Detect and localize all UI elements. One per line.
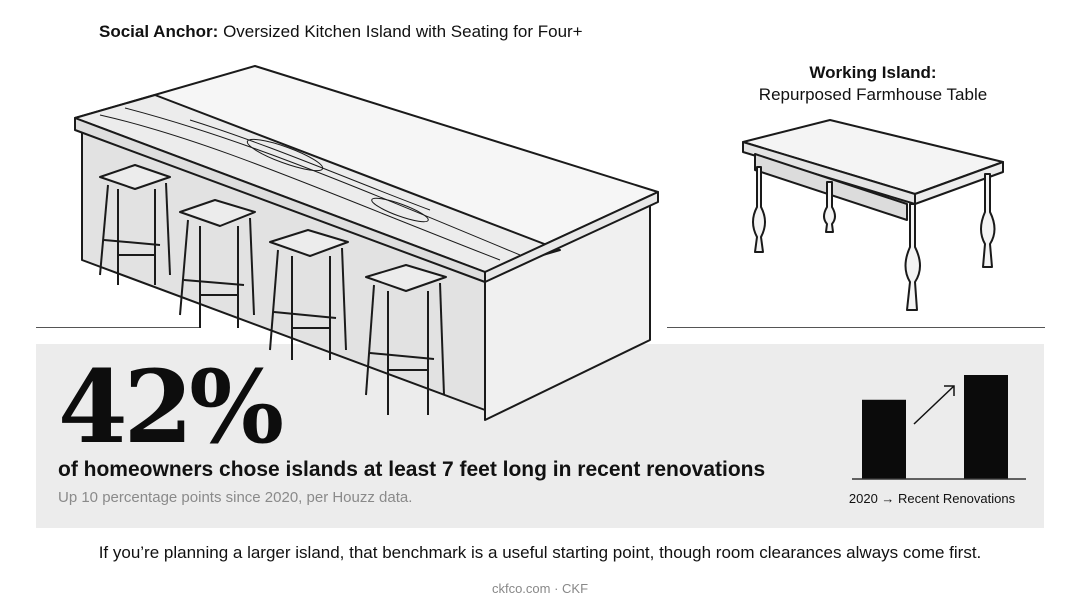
island-caption-title: Social Anchor:: [99, 22, 219, 41]
table-caption-subtitle: Repurposed Farmhouse Table: [758, 85, 988, 104]
stat-subtext: Up 10 percentage points since 2020, per …: [58, 489, 413, 506]
table-caption-title: Working Island:: [809, 63, 937, 82]
trend-arrow-icon: [913, 385, 955, 425]
bar-2020: [862, 399, 906, 479]
footer-credit: ckfco.com · CKF: [491, 581, 589, 596]
table-caption: Working Island: Repurposed Farmhouse Tab…: [718, 62, 1028, 106]
kitchen-island-illustration: [74, 65, 659, 421]
farmhouse-table-illustration: [742, 119, 1004, 311]
footer-note: If you’re planning a larger island, that…: [98, 543, 982, 562]
divider-line-left: [36, 327, 200, 328]
mini-chart-label: 2020 → Recent Renovations: [848, 491, 1016, 506]
island-caption-text: Oversized Kitchen Island with Seating fo…: [218, 22, 583, 41]
stat-value: 42%: [58, 348, 284, 466]
mini-bar-chart: [852, 375, 1026, 480]
stat-headline: of homeowners chose islands at least 7 f…: [58, 458, 766, 481]
divider-line-right: [667, 327, 1045, 328]
bar-recent: [964, 375, 1008, 479]
island-caption: Social Anchor: Oversized Kitchen Island …: [99, 22, 583, 42]
